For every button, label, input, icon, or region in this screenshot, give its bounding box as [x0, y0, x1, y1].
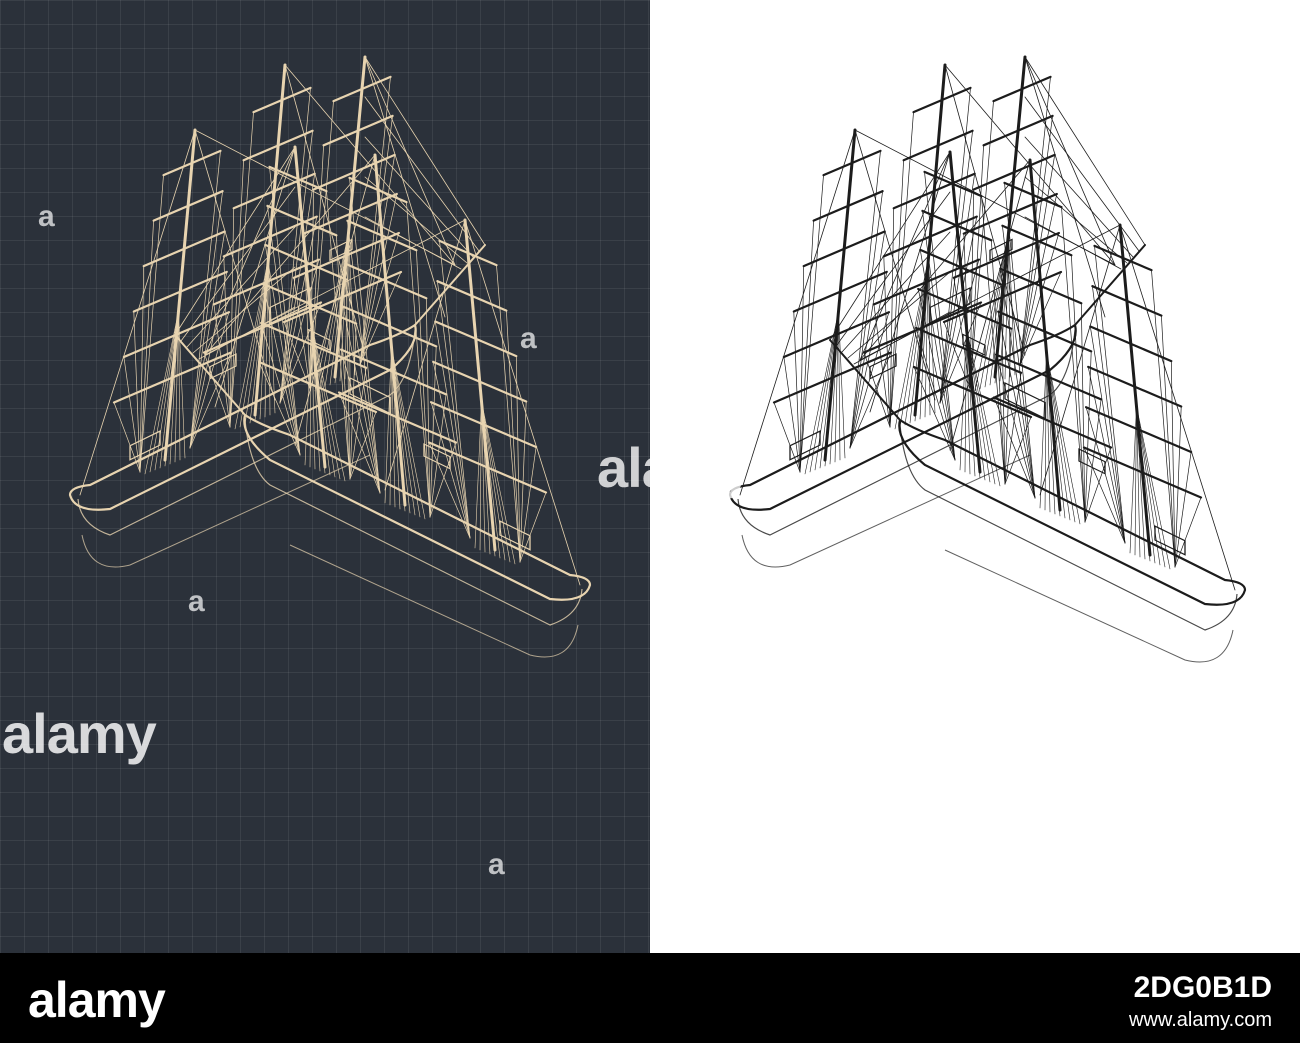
- watermark-alamy-left: alamy: [2, 702, 157, 765]
- watermark-a-mark: a: [38, 200, 55, 233]
- sailing-ship-blueprint-top: [68, 55, 486, 568]
- sailing-ship-illustration: [68, 55, 1247, 663]
- sailing-ship-blueprint-bottom: [174, 145, 592, 658]
- site-url: www.alamy.com: [1129, 1009, 1272, 1031]
- sailing-ship-drawing-bottom: [829, 150, 1247, 663]
- line-drawing-panel: [650, 0, 1300, 953]
- watermark-a-mark: a: [188, 585, 205, 618]
- watermark-a-mark: a: [520, 322, 537, 355]
- watermark-alamy-mid: alamy: [597, 436, 752, 499]
- blueprint-panel: [0, 0, 650, 953]
- watermark-a-mark: a: [488, 848, 505, 881]
- footer-logo: alamy: [28, 972, 166, 1028]
- image-id: 2DG0B1D: [1133, 971, 1272, 1004]
- footer-bar: alamy 2DG0B1D www.alamy.com: [0, 953, 1300, 1043]
